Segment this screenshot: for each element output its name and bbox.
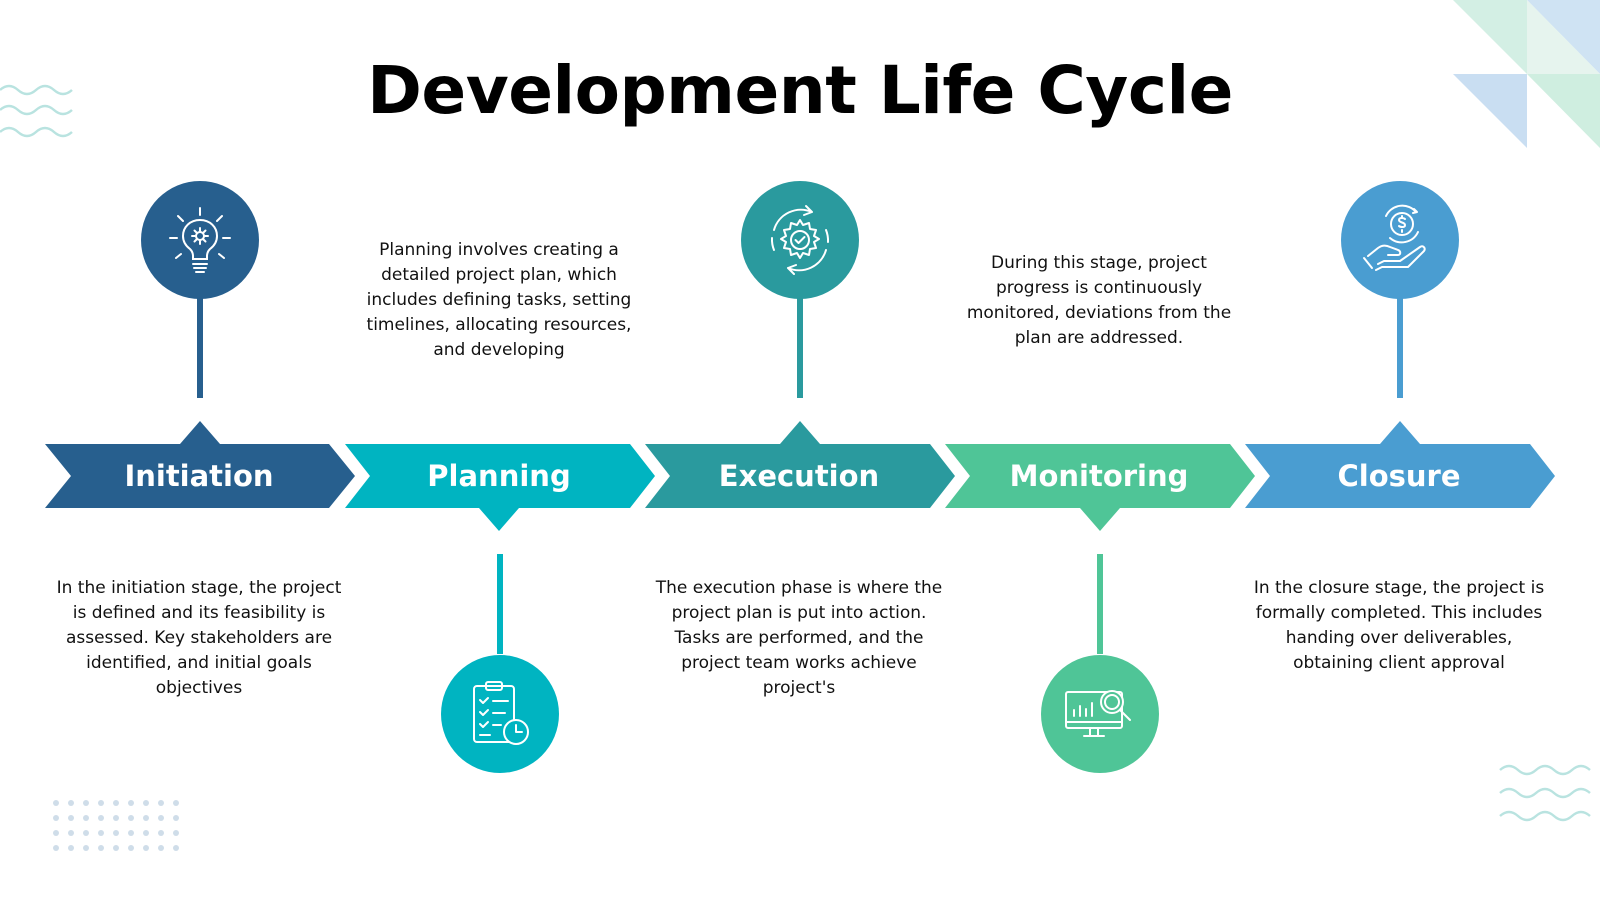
stage-description-execution: The execution phase is where the project… [655, 578, 943, 698]
stage-label-closure: Closure [1337, 459, 1461, 493]
decoration-dot [98, 800, 104, 806]
stage-description-planning: Planning involves creating a detailed pr… [366, 240, 632, 360]
decoration-dot [158, 845, 164, 851]
decoration-dot [98, 815, 104, 821]
stage-circle-monitoring [1041, 655, 1159, 773]
decoration-dot [173, 800, 179, 806]
decoration-dot [53, 845, 59, 851]
gear-check-cycle-icon [770, 205, 830, 275]
decoration-dot [173, 815, 179, 821]
checklist-clock-icon [473, 681, 529, 745]
stage-circle-initiation [141, 181, 259, 299]
decoration-dot [143, 845, 149, 851]
decoration-dot [128, 800, 134, 806]
decoration-dot [68, 830, 74, 836]
stem-planning [497, 554, 503, 654]
decoration-dot [98, 830, 104, 836]
wave-decoration-bottom-right [1499, 764, 1591, 822]
decoration-dot [173, 830, 179, 836]
decoration-dot [68, 800, 74, 806]
decoration-dot [128, 830, 134, 836]
stage-label-planning: Planning [427, 459, 571, 493]
hand-dollar-coin-icon [1363, 204, 1426, 271]
decoration-dot [173, 845, 179, 851]
stage-label-execution: Execution [718, 459, 880, 493]
decoration-dot [113, 800, 119, 806]
decoration-dot [128, 815, 134, 821]
decoration-dot [53, 830, 59, 836]
decoration-dot [113, 815, 119, 821]
decoration-dot [98, 845, 104, 851]
stage-circle-closure [1341, 181, 1459, 299]
stage-arrow-planning [345, 444, 655, 531]
stem-closure [1397, 295, 1403, 398]
decoration-dot [143, 830, 149, 836]
decoration-dot [53, 800, 59, 806]
stem-monitoring [1097, 554, 1103, 654]
stem-initiation [197, 295, 203, 398]
decoration-dot [128, 845, 134, 851]
triangle-decoration-top-right [1453, 0, 1600, 148]
stage-arrow-closure [1245, 421, 1555, 508]
decoration-dot [143, 800, 149, 806]
stage-description-initiation: In the initiation stage, the project is … [56, 578, 342, 698]
monitor-chart-search-icon [1065, 690, 1131, 737]
lightbulb-gear-icon [169, 207, 231, 273]
decoration-dot [68, 845, 74, 851]
decoration-dot [53, 815, 59, 821]
stage-label-monitoring: Monitoring [1009, 459, 1189, 493]
stem-execution [797, 295, 803, 398]
stage-description-closure: In the closure stage, the project is for… [1253, 578, 1545, 673]
decoration-dot [83, 800, 89, 806]
stage-arrow-monitoring [945, 444, 1255, 531]
decoration-dot [83, 845, 89, 851]
page-title: Development Life Cycle [367, 52, 1233, 129]
decoration-dot [158, 830, 164, 836]
dot-grid-decoration [53, 800, 179, 851]
decoration-dot [83, 815, 89, 821]
stage-description-monitoring: During this stage, project progress is c… [966, 253, 1232, 348]
stage-circle-execution [741, 181, 859, 299]
decoration-dot [158, 815, 164, 821]
decoration-dot [143, 815, 149, 821]
decoration-dot [113, 830, 119, 836]
stage-circle-planning [441, 655, 559, 773]
stage-arrow-initiation [45, 421, 355, 508]
stage-label-initiation: Initiation [124, 459, 274, 493]
stage-arrow-execution [645, 421, 955, 508]
decoration-dot [158, 800, 164, 806]
decoration-dot [68, 815, 74, 821]
decoration-dot [83, 830, 89, 836]
wave-decoration-top-left [0, 84, 73, 138]
decoration-dot [113, 845, 119, 851]
